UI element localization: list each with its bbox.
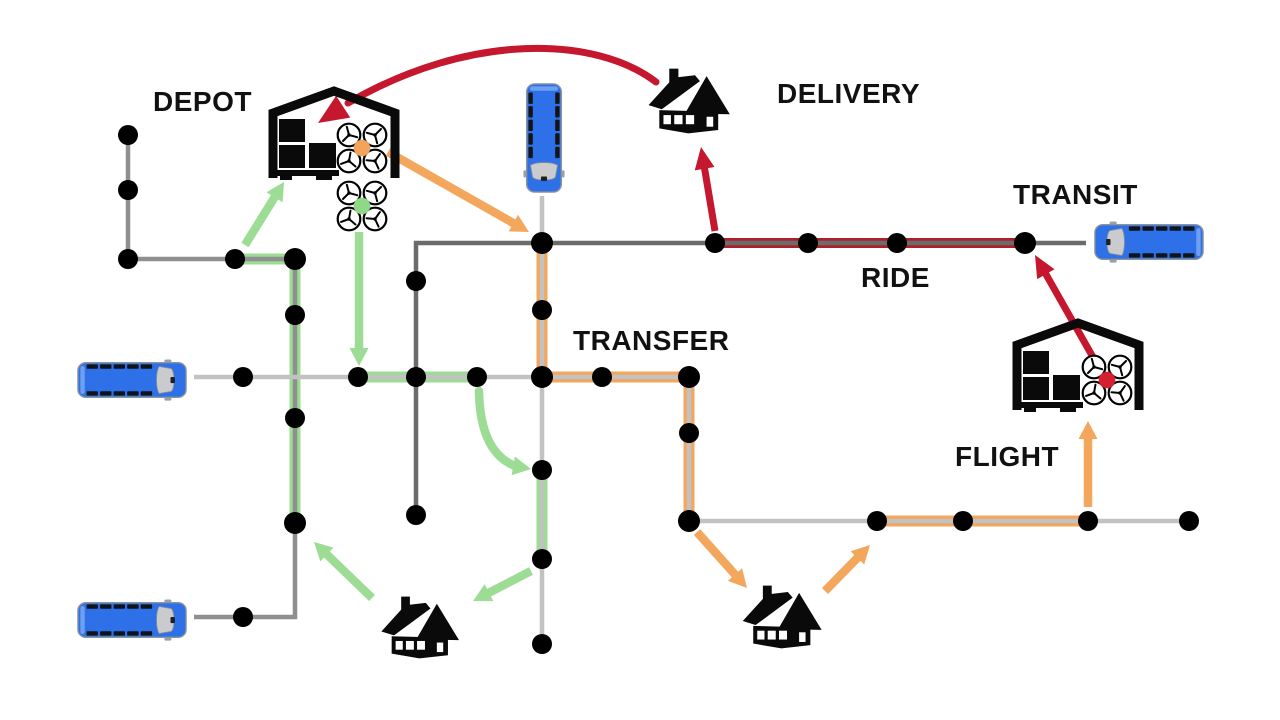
network-node xyxy=(531,366,553,388)
network-node xyxy=(867,511,887,531)
network-node xyxy=(118,180,138,200)
network-node xyxy=(118,125,138,145)
drone-red xyxy=(1081,354,1133,406)
network-node xyxy=(284,512,306,534)
network-node xyxy=(467,367,487,387)
house-southwest xyxy=(381,595,461,660)
house-south xyxy=(741,584,825,650)
network-node xyxy=(532,549,552,569)
depot-building xyxy=(266,85,402,181)
drone-green xyxy=(336,180,388,232)
network-node xyxy=(532,634,552,654)
network-node xyxy=(592,367,612,387)
arrow-green-takeoff xyxy=(349,232,369,366)
network-node xyxy=(798,233,818,253)
warehouse-icon-art xyxy=(1012,318,1144,412)
network-node xyxy=(225,249,245,269)
network-node xyxy=(887,233,907,253)
drone-icon-art xyxy=(1081,354,1133,406)
house-icon-art xyxy=(742,585,822,649)
network-node xyxy=(406,367,426,387)
network-node xyxy=(284,248,306,270)
edge-north-corridor xyxy=(413,240,1086,515)
network-nodes xyxy=(118,125,1199,654)
network-node xyxy=(679,423,699,443)
arrow-orange-deliver xyxy=(693,529,747,588)
flight-building xyxy=(1010,317,1146,413)
house-icon-art xyxy=(381,596,460,659)
depot-label: DEPOT xyxy=(153,86,252,117)
drone-orange xyxy=(336,122,388,174)
network-node xyxy=(678,510,700,532)
drone-icon-art xyxy=(336,122,388,174)
network-node xyxy=(233,367,253,387)
arrow-green-rejoin xyxy=(314,542,375,602)
arrow-red-return-arc xyxy=(318,44,660,123)
movement-arrows xyxy=(241,44,1102,602)
network-node xyxy=(1078,511,1098,531)
green-route-west xyxy=(229,253,301,529)
network-node xyxy=(953,511,973,531)
arrow-orange-rejoin xyxy=(821,545,870,594)
drone-icon-art xyxy=(336,180,388,232)
arrow-red-board-transit xyxy=(1035,255,1102,368)
arrow-green-return-to-depot xyxy=(241,182,284,248)
delivery-house xyxy=(648,67,732,135)
network-node xyxy=(285,408,305,428)
delivery-label: DELIVERY xyxy=(777,78,920,109)
network-node xyxy=(285,305,305,325)
flight-label: FLIGHT xyxy=(955,441,1060,472)
network-node xyxy=(532,460,552,480)
bus-icon-art xyxy=(523,83,565,193)
bus-transit xyxy=(1086,221,1212,263)
arrow-green-hop xyxy=(474,386,531,476)
bus-icon-art xyxy=(1094,221,1204,263)
network-node xyxy=(532,300,552,320)
network-node xyxy=(678,366,700,388)
bus-north xyxy=(523,75,565,201)
house-icon-art xyxy=(648,68,730,134)
network-node xyxy=(1014,232,1036,254)
network-node xyxy=(118,249,138,269)
warehouse-icon-art xyxy=(268,86,400,180)
bus-southwest xyxy=(69,599,195,641)
network-node xyxy=(406,271,426,291)
arrow-red-deliver xyxy=(694,147,719,232)
bus-icon-art xyxy=(77,359,187,401)
network-node xyxy=(348,367,368,387)
orange-transfer-leg xyxy=(536,237,695,527)
edge-southwest-branch xyxy=(194,259,298,620)
ride-label: RIDE xyxy=(861,262,930,293)
network-node xyxy=(406,505,426,525)
bus-icon-art xyxy=(77,599,187,641)
bus-west xyxy=(69,359,195,401)
network-node xyxy=(1179,511,1199,531)
network-node xyxy=(705,233,725,253)
network-node xyxy=(233,607,253,627)
transfer-label: TRANSFER xyxy=(573,325,730,356)
network-node xyxy=(531,232,553,254)
arrow-orange-arrive-depot xyxy=(1078,421,1098,507)
arrow-green-deliver xyxy=(473,567,533,602)
transit-label: TRANSIT xyxy=(1013,179,1138,210)
arrow-orange-takeoff xyxy=(385,148,529,232)
